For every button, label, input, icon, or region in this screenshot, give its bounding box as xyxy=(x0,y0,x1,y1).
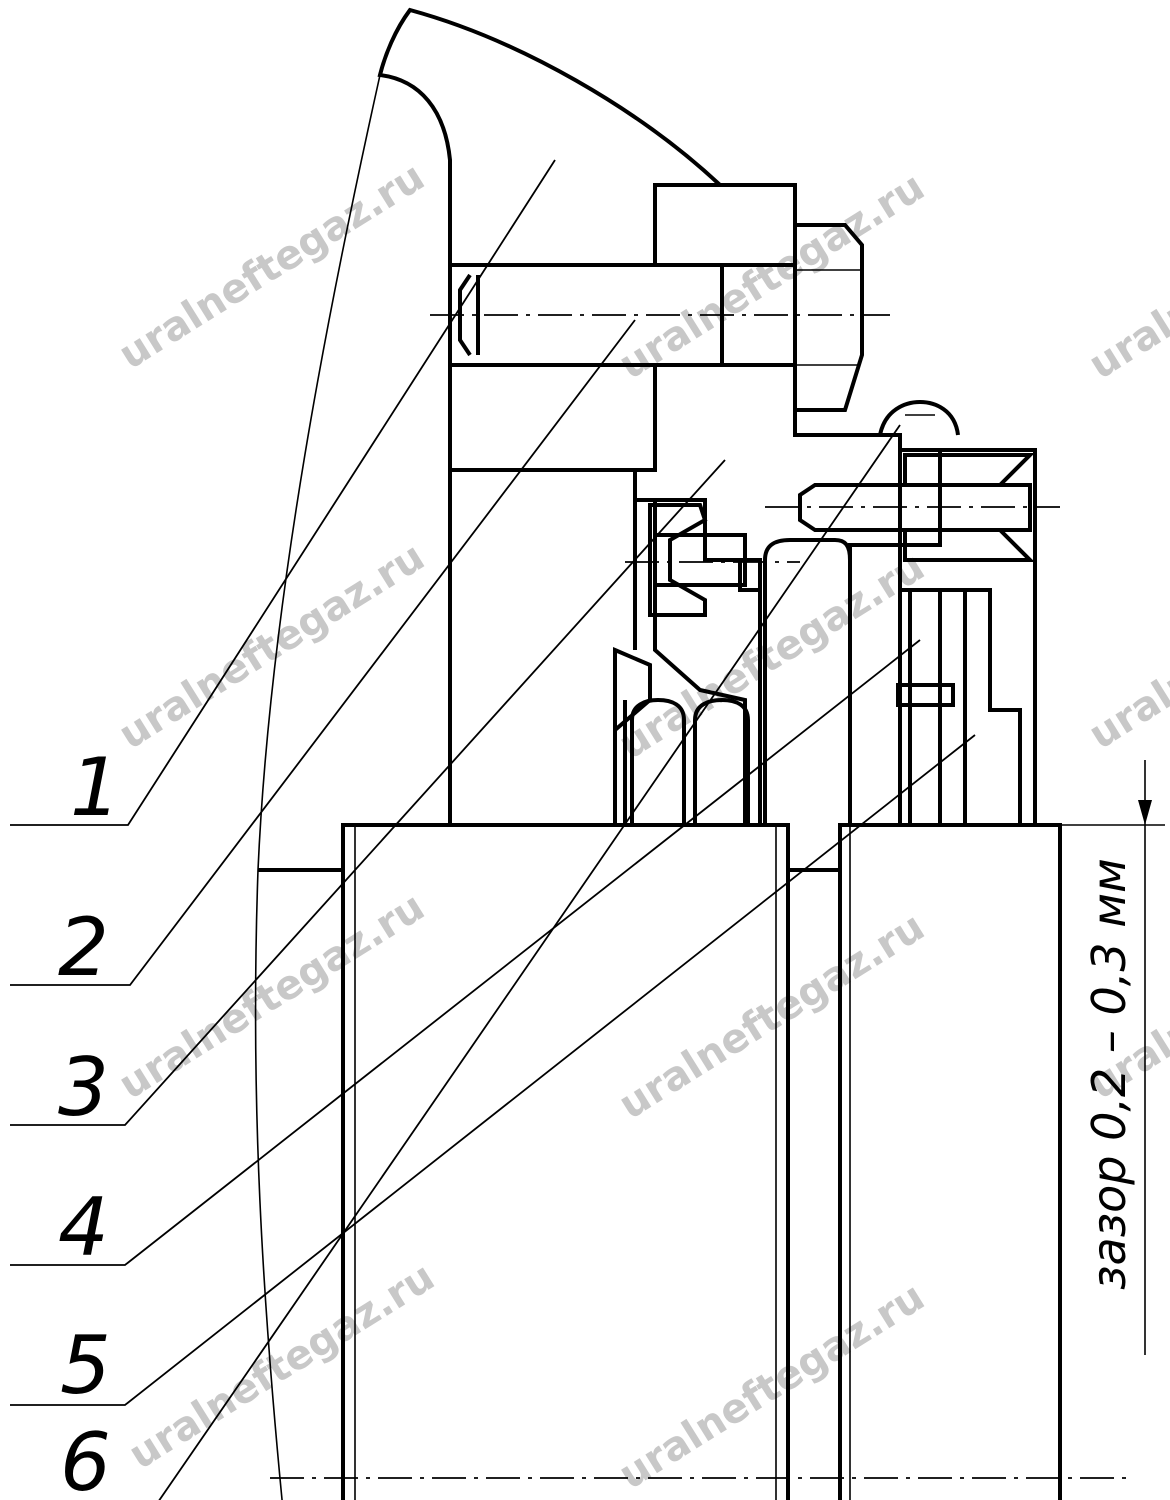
watermark-text: uralneftegaz.ru xyxy=(111,154,433,379)
callout-numbers: 1 2 3 4 5 6 xyxy=(58,741,121,1500)
housing-section xyxy=(377,7,726,267)
leader-6 xyxy=(158,424,901,1500)
housing-wall xyxy=(448,365,637,825)
leader-2 xyxy=(10,319,636,986)
sleeve-insert xyxy=(763,538,852,825)
cap-screw xyxy=(653,533,747,587)
cap-screw-head xyxy=(648,503,708,617)
gland-inner xyxy=(653,498,762,827)
shaft-inner-lines xyxy=(354,825,851,1500)
bolt-head xyxy=(793,223,864,412)
flange-lower-part xyxy=(448,363,657,472)
seal-block-lines xyxy=(908,590,967,825)
set-screw xyxy=(798,483,1032,532)
set-screw-head xyxy=(903,453,1035,562)
bolt-head-faces xyxy=(795,269,860,366)
gap-note: зазор 0,2 – 0,3 мм xyxy=(1082,858,1136,1290)
round-head-screw xyxy=(878,399,960,436)
leader-5 xyxy=(10,734,976,1406)
callout-number: 3 xyxy=(58,1041,109,1134)
gap-dimension: зазор 0,2 – 0,3 мм xyxy=(1060,760,1165,1355)
leader-4 xyxy=(10,639,921,1266)
packing-ring-2 xyxy=(693,697,750,825)
callout-number: 5 xyxy=(60,1319,111,1412)
watermark-text: uralneftegaz.ru xyxy=(611,904,933,1129)
leader-3 xyxy=(10,459,726,1126)
watermark-text: uralneftegaz.ru xyxy=(121,1254,443,1479)
watermark-text: uralneftegaz.ru xyxy=(611,164,933,389)
callout-number: 4 xyxy=(58,1181,109,1274)
watermark-text: uralneftegaz.ru xyxy=(111,884,433,1109)
shaft-right xyxy=(838,823,1062,1500)
seal-pin xyxy=(896,683,955,707)
callout-number: 6 xyxy=(60,1416,111,1500)
watermark-text: uralneftegaz.ru xyxy=(1081,534,1170,759)
leader-lines xyxy=(10,159,976,1500)
callout-number: 1 xyxy=(70,741,121,834)
watermark-text: uralneftegaz.ru xyxy=(611,1274,933,1499)
watermark-text: uralneftegaz.ru xyxy=(111,534,433,759)
callout-number: 2 xyxy=(58,901,109,994)
seal-block-channel xyxy=(898,588,1022,827)
housing-contour xyxy=(254,74,381,1500)
packing-housing xyxy=(613,650,627,825)
watermark-text: uralneftegaz.ru xyxy=(1081,164,1170,389)
packing-ring-1 xyxy=(630,697,686,825)
shaft-left xyxy=(341,823,790,1500)
leader-1 xyxy=(10,159,556,826)
